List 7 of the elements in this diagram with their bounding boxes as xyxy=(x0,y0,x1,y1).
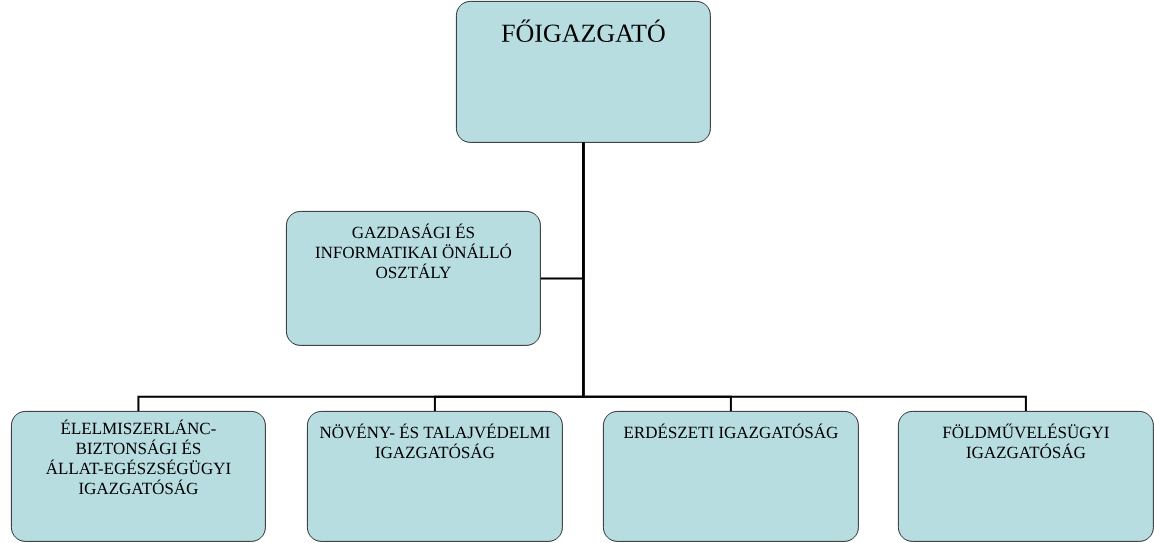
org-box: NÖVÉNY- ÉS TALAJVÉDELMI IGAZGATÓSÁG xyxy=(307,411,563,542)
org-box: GAZDASÁGI ÉS INFORMATIKAI ÖNÁLLÓ OSZTÁLY xyxy=(286,211,541,346)
org-box: FÖLDMŰVELÉSÜGYI IGAZGATÓSÁG xyxy=(898,411,1154,542)
org-box: ERDÉSZETI IGAZGATÓSÁG xyxy=(603,411,859,542)
org-box: ÉLELMISZERLÁNC-BIZTONSÁGI ÉS ÁLLAT-EGÉSZSÉGÜGYI IGAZGATÓSÁG xyxy=(11,411,266,542)
connector-line xyxy=(582,141,1027,412)
org-box: FŐIGAZGATÓ xyxy=(456,1,711,143)
